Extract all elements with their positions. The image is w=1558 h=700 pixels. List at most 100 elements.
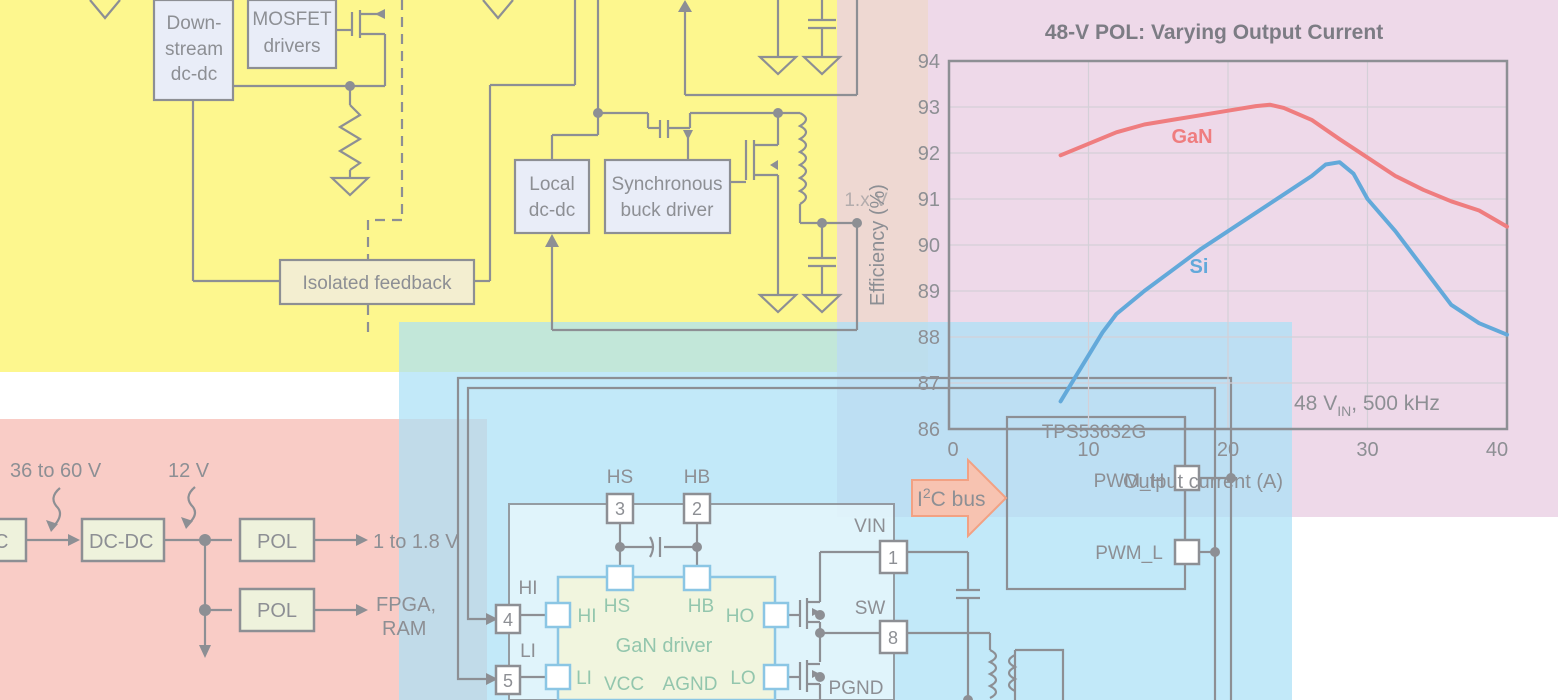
driver-pin-name: VCC	[604, 674, 644, 695]
pin-2	[682, 492, 712, 525]
left-schematic	[26, 486, 360, 648]
output-1-label: 1 to 1.8 V	[373, 531, 459, 553]
i2c-bus-arrow: I2C bus	[911, 457, 1008, 539]
block-label: dc-dc	[171, 64, 217, 85]
pin-number: 4	[503, 610, 513, 630]
pin-pwm-l	[1173, 538, 1201, 566]
x-tick-label: 20	[1217, 439, 1239, 461]
chart-series: GaN Si	[1058, 102, 1509, 404]
x-tick-label: 0	[947, 439, 958, 461]
gan-driver-box	[556, 575, 777, 700]
local-dcdc-block	[513, 158, 591, 235]
bottom-schematic	[456, 376, 1233, 700]
driver-pin-hi	[544, 601, 572, 629]
driver-pin-name: HO	[726, 606, 755, 627]
pin-1	[878, 539, 909, 575]
driver-pin-ho	[762, 601, 790, 629]
synchronous-buck-driver-block	[603, 158, 732, 235]
y-tick-label: 89	[918, 281, 940, 303]
pin-4	[494, 603, 522, 635]
output-2-label: FPGA,	[376, 594, 436, 616]
series-line-si	[1058, 160, 1509, 404]
y-tick-label: 93	[918, 97, 940, 119]
y-tick-label: 87	[918, 373, 940, 395]
pol-label: POL	[257, 600, 297, 622]
block-label: drivers	[263, 36, 320, 57]
driver-pin-lo	[762, 663, 790, 691]
x-axis-label: Output current (A)	[1123, 471, 1283, 493]
pin-number: 2	[692, 499, 702, 519]
x-tick-label: 30	[1356, 439, 1378, 461]
gan-driver-title: GaN driver	[616, 635, 713, 657]
downstream-dcdc-block	[152, 0, 235, 102]
top-schematic	[89, 0, 859, 335]
block-label: Local	[529, 174, 574, 195]
driver-pin-name: LI	[576, 668, 592, 689]
isolated-feedback-block	[278, 258, 476, 306]
y-tick-label: 86	[918, 419, 940, 441]
efficiency-chart: 48-V POL: Varying Output Current 86 87 88 8…	[867, 21, 1509, 493]
pin-number: 3	[615, 499, 625, 519]
yellow-panel	[0, 0, 928, 372]
output-2-label: RAM	[382, 618, 426, 640]
pin-5	[494, 664, 522, 696]
block-label: buck driver	[621, 200, 715, 221]
block-label: Synchronous	[612, 174, 723, 195]
pin-number: 5	[503, 671, 513, 691]
x-tick-label: 40	[1486, 439, 1508, 461]
left-schematic-blocks	[0, 517, 316, 633]
top-schematic-labels: Down- stream dc-dc MOSFET drivers Local …	[165, 9, 888, 294]
block-label: Isolated feedback	[303, 273, 452, 294]
condition-annotation: 48 VIN, 500 kHz	[1294, 392, 1440, 419]
driver-pin-name: HB	[688, 596, 714, 617]
left-schematic-labels: 36 to 60 V 12 V C DC-DC POL POL 1 to 1.8…	[0, 460, 459, 640]
pin-name: PWM_H	[1094, 471, 1165, 492]
pin-name: HS	[607, 467, 633, 488]
pin-name: LI	[520, 641, 536, 662]
pin-pwm-h	[1173, 464, 1201, 492]
driver-pin-li	[544, 663, 572, 691]
x-tick-label: 10	[1077, 439, 1099, 461]
driver-pin-name: AGND	[663, 674, 718, 695]
gan-driver-labels: HS HB HI HO GaN driver LI VCC AGND LO	[576, 596, 756, 695]
series-line-gan	[1058, 102, 1509, 229]
top-schematic-blocks	[152, 0, 732, 306]
input-block-label: C	[0, 531, 8, 553]
block-label: dc-dc	[529, 200, 575, 221]
driver-pin-boxes	[544, 564, 790, 691]
y-tick-label: 91	[918, 189, 940, 211]
pin-8	[878, 619, 909, 655]
pin-number: 1	[888, 548, 898, 568]
y-tick-label: 88	[918, 327, 940, 349]
pin-boxes	[494, 464, 1201, 696]
pin-name: PWM_L	[1095, 543, 1163, 564]
pin-3	[605, 492, 635, 525]
driver-pin-name: HI	[578, 606, 597, 627]
i2c-bus-label: I2C bus	[917, 485, 986, 511]
x-tick-labels: 0 10 20 30 40	[947, 439, 1508, 461]
dcdc-block	[80, 517, 166, 563]
controller-label: TPS53632G	[1042, 422, 1147, 443]
pin-name-labels: HS HB HI LI VIN SW PGND PWM_H PWM_L TPS5…	[519, 422, 1165, 699]
pin-name: VIN	[854, 516, 886, 537]
plot-frame	[947, 59, 1509, 431]
input-voltage-label: 36 to 60 V	[10, 460, 102, 482]
block-label: MOSFET	[252, 9, 332, 30]
chart-title: 48-V POL: Varying Output Current	[1045, 21, 1383, 44]
top-schematic-marks	[345, 0, 862, 247]
series-label-si: Si	[1190, 256, 1209, 278]
pol-block-1	[238, 517, 316, 563]
driver-pin-hb	[682, 564, 712, 592]
pin-number: 8	[888, 628, 898, 648]
series-label-gan: GaN	[1171, 126, 1212, 148]
driver-pin-hs	[605, 564, 635, 592]
y-tick-label: 94	[918, 51, 940, 73]
mosfet-drivers-block	[246, 0, 338, 70]
converter-label: DC-DC	[89, 531, 153, 553]
pin-name: PGND	[829, 678, 884, 699]
y-tick-label: 90	[918, 235, 940, 257]
driver-pin-name: HS	[604, 596, 630, 617]
pin-name: HB	[684, 467, 710, 488]
